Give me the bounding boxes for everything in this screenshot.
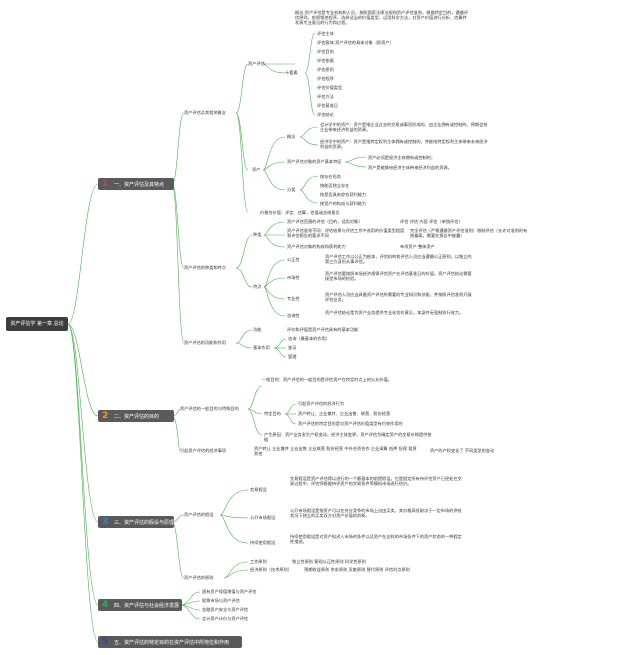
asset-economic-def: 经济学中的资产：资产是指特定权利主体拥有或控制的，并能给特定权利主体带来未来经济… bbox=[320, 139, 488, 150]
s3-principles: 资产评估的原则 bbox=[184, 575, 214, 580]
specific-3: 资产评估的特定目的是对资产评估价值类型有约束作用的 bbox=[298, 421, 403, 426]
s1-definition: 概念:资产评估是专业机构和人员，按照国家法律法规和资产评估准则，根据特定目的，遵… bbox=[295, 10, 469, 26]
s1-value: 价格合价值：评定、估算，估值或咨询意见 bbox=[260, 210, 340, 215]
s2-purposes: 资产评估的一般目的与特殊目的 bbox=[180, 406, 239, 411]
s2-events: 引起资产评估的经济事项 bbox=[180, 448, 227, 453]
type-1-result: 评估 评估 内容 评估（单独评估） bbox=[400, 219, 463, 224]
element-4: 评估依据 bbox=[317, 58, 334, 63]
class-3: 按是否具有综合获利能力 bbox=[320, 192, 367, 197]
section-1-label: 一、资产评估及其特点 bbox=[114, 182, 165, 188]
s1-role: 基本作用 bbox=[253, 345, 270, 350]
s2-specific: 特定目的 bbox=[264, 411, 281, 416]
feature-professional-desc: 资产评估人员应当具备资产评估所需要的专业知识和技能，并按照评估准则开展评估业务。 bbox=[325, 292, 472, 303]
principle-work-desc: 独立性原则 客观公正性原则 科学性原则 bbox=[292, 559, 366, 564]
s2-reason: 产生原因：资产业务发生产权变动，经济主体变更，资产评估为确定资产的交易价格提供依… bbox=[264, 432, 432, 443]
element-1: 评估主体 bbox=[317, 31, 334, 36]
section-5-number: 5 bbox=[102, 637, 109, 647]
role-2: 鉴证 bbox=[288, 345, 297, 350]
principle-economic-desc: 预期收益原则 供求原则 贡献原则 替代原则 评估时点原则 bbox=[304, 567, 410, 572]
root-node: 资产评估学 第一章 总论 bbox=[6, 317, 68, 331]
element-9: 评估基准日 bbox=[317, 103, 338, 108]
principle-work: 工作原则 bbox=[250, 559, 267, 564]
s1-ten-elements: 十要素 bbox=[285, 70, 298, 75]
element-5: 评估原则 bbox=[317, 67, 334, 72]
section-3: 3 三、资产评估的假设与原理 bbox=[98, 516, 174, 528]
s1-asset-features: 资产评估对象的资产基本特征 bbox=[287, 159, 342, 164]
feature-market-desc: 资产评估要按照市场经济规律评估资产在评估基准日的价值。资产评估结论需要接受市场的… bbox=[325, 271, 472, 282]
s2-event-result: 资产的产权变化了 不同类型的变动 bbox=[430, 448, 495, 453]
feature-market: 市场性 bbox=[287, 275, 300, 280]
s3-assumptions: 资产评估的假设 bbox=[184, 512, 214, 517]
element-6: 评估程序 bbox=[317, 76, 334, 81]
s4-item-2: 股票市场与资产评估 bbox=[202, 598, 240, 603]
element-3: 评估目的 bbox=[317, 49, 334, 54]
assumption-open-market-desc: 公开市场假设是指资产可以在充分竞争的市场上自由买卖，其价格高低取决于一定市场的供… bbox=[290, 508, 462, 519]
section-4-number: 4 bbox=[102, 600, 109, 610]
s1-functions: 资产评估的功能和作用 bbox=[184, 340, 226, 345]
feature-fairness-desc: 资产评估工作以公正为根本，评估机构和评估人员应当遵循公正原则，以独立的第三方身份… bbox=[325, 254, 472, 265]
element-7: 评估价值类型 bbox=[317, 85, 343, 90]
section-3-number: 3 bbox=[102, 517, 109, 527]
element-8: 评估方法 bbox=[317, 94, 334, 99]
section-2-number: 2 bbox=[102, 411, 109, 421]
s4-item-1: 国有资产保值增值与资产评估 bbox=[202, 589, 257, 594]
element-2: 评估客体:资产评估的具体对象（即资产） bbox=[317, 40, 394, 45]
assumption-continuous: 持续使用假设 bbox=[250, 540, 276, 545]
assumption-transaction: 交易假设 bbox=[250, 487, 267, 492]
section-4-label: 四、资产评估与社会经济发展 bbox=[114, 603, 180, 609]
class-2: 按能否独立存在 bbox=[320, 183, 350, 188]
class-1: 按存在形态 bbox=[320, 174, 341, 179]
section-3-label: 三、资产评估的假设与原理 bbox=[114, 520, 175, 526]
type-2: 资产评估准则不同：评估结果与评估工作中选用的价值类型程度和评估报告的要求不同 bbox=[287, 228, 405, 239]
principle-economic: 经济原则（技术原则） bbox=[250, 567, 292, 572]
asset-accounting-def: 会计学中的资产：资产是指企业过去的交易或事项形成的、由企业拥有或控制的、预期会给… bbox=[320, 122, 488, 133]
s1-types-features: 资产评估的种类和特点 bbox=[184, 265, 226, 270]
s1-asset: 资产 bbox=[252, 167, 261, 172]
s1-types: 种类 bbox=[253, 232, 262, 237]
s4-item-4: 会计资产计价与资产评估 bbox=[202, 616, 249, 621]
feature-fairness: 公正性 bbox=[287, 257, 300, 262]
s2-general-purpose: 一般目的：资产评估的一般目的是评估资产在特定时点上的公允价值。 bbox=[262, 377, 392, 382]
element-10: 评估结论 bbox=[317, 112, 334, 117]
type-3-result: 单项资产 整体资产 bbox=[400, 244, 435, 249]
feature-advisory-desc: 资产评估结论是为资产业务提供专业化估价意见，本身并无强制执行效力。 bbox=[325, 310, 464, 315]
feature-advisory: 咨询性 bbox=[287, 313, 300, 318]
feature-2: 资产是能够给经济主体带来经济利益的资源。 bbox=[368, 165, 452, 170]
section-1-number: 1 bbox=[102, 179, 109, 189]
s4-item-3: 金融资产安全与资产评估 bbox=[202, 607, 249, 612]
section-2: 2 二、资产评估的目的 bbox=[98, 410, 174, 422]
section-4: 4 四、资产评估与社会经济发展 bbox=[98, 599, 182, 611]
section-5: 5 五、资产评估的特定目的在资产评估中所地位和作用 bbox=[98, 636, 242, 648]
s2-event-list: 资产转让 企业兼并 企业出售 企业联营 股份经营 中外合资合作 企业清算 抵押 … bbox=[254, 446, 417, 457]
specific-2: 资产转让、企业兼并、企业出售、联营、股份经营 bbox=[298, 411, 391, 416]
specific-1: 引起资产评估的经济行为 bbox=[298, 401, 345, 406]
role-3: 管理 bbox=[288, 354, 297, 359]
section-1: 1 一、资产评估及其特点 bbox=[98, 178, 174, 190]
class-4: 按资产的构成与获利能力 bbox=[320, 201, 367, 206]
assumption-open-market: 公开市场假设 bbox=[250, 515, 276, 520]
type-3: 资产评估对象的构成和获利能力 bbox=[287, 244, 346, 249]
s1-asset-concept: 概念 bbox=[287, 134, 296, 139]
feature-professional: 专业性 bbox=[287, 296, 300, 301]
feature-1: 资产必须是经济主体拥有或控制的； bbox=[368, 155, 436, 160]
role-1: 咨询（最基本的作用） bbox=[288, 336, 330, 341]
function-desc: 评价和评值是资产评估具有的基本功能 bbox=[287, 327, 359, 332]
s1-asset-class: 分类 bbox=[287, 187, 296, 192]
section-2-label: 二、资产评估的目的 bbox=[114, 414, 160, 420]
assumption-continuous-desc: 持续使用假设是对资产拟进入市场的条件以及资产在这样的市场条件下的资产状态的一种假… bbox=[290, 534, 462, 545]
s1-features: 特点 bbox=[253, 284, 262, 289]
type-2-result: 完全评估（严格遵循资产评估准则）限制评估（允许对准则的有限偏离，需要在报告中披露… bbox=[410, 228, 528, 239]
s1-concepts: 资产评估及其相关概念 bbox=[184, 110, 226, 115]
type-1: 资产评估范围的评估（目的，适用对象） bbox=[287, 219, 363, 224]
assumption-transaction-desc: 交易假设是资产评估得以进行的一个最基本的前提假设。它是假定所有待评估资产已经处在… bbox=[290, 476, 462, 487]
section-5-label: 五、资产评估的特定目的在资产评估中所地位和作用 bbox=[114, 640, 230, 646]
s1-function: 功能 bbox=[253, 327, 262, 332]
s1-asset-appraisal: 资产评估 bbox=[248, 61, 265, 66]
